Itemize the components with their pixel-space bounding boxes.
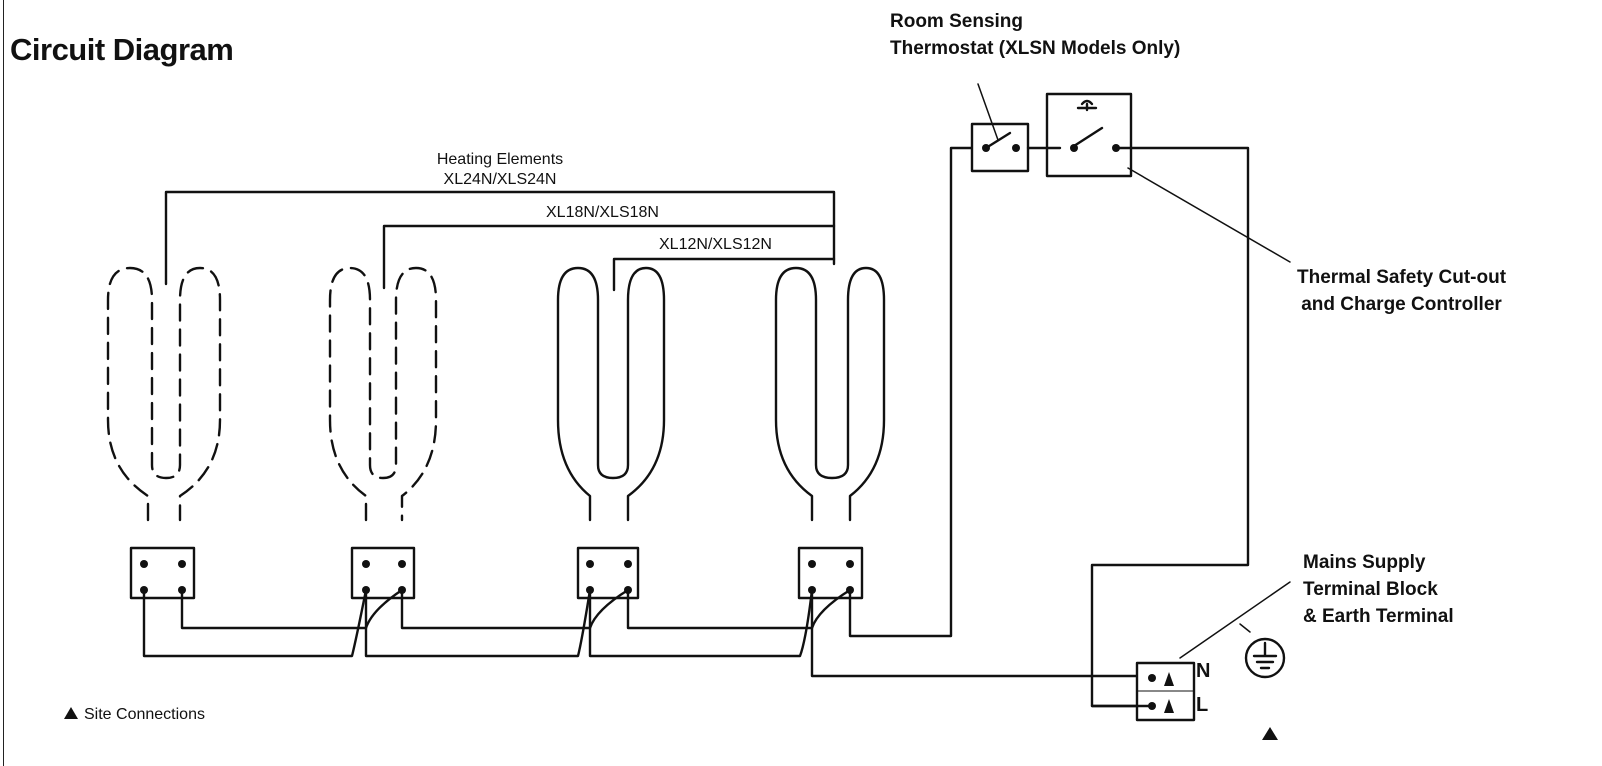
earth-site-connection-triangle-icon [1262,727,1278,740]
earth-terminal-icon [1244,637,1286,679]
label-xl12: XL12N/XLS12N [659,236,772,253]
thermal-cutout-label: Thermal Safety Cut-out and Charge Contro… [1297,264,1506,318]
terminal-l-label: L [1196,694,1209,716]
heating-element-3 [556,266,666,522]
mains-line3: & Earth Terminal [1303,606,1454,627]
thermal-cutout-line2: and Charge Controller [1301,294,1502,315]
room-thermostat-line2: Thermostat (XLSN Models Only) [890,38,1181,59]
bottom-wire-e [588,588,814,658]
label-xl18: XL18N/XLS18N [546,204,659,221]
label-xl24: XL24N/XLS24N [443,171,557,188]
wire-18 [382,224,836,290]
thermostat-leader [977,83,999,141]
legend: Site Connections [64,706,205,724]
thermal-cutout-line1: Thermal Safety Cut-out [1297,267,1507,288]
heating-elements-heading: Heating Elements [436,151,564,168]
live-feed-wire [810,588,1152,708]
bottom-wire-a [142,588,368,658]
cutout-leader [1127,167,1291,263]
legend-site-connections: Site Connections [84,706,205,723]
room-thermostat-label: Room Sensing Thermostat (XLSN Models Onl… [890,8,1180,62]
wire-24 [164,190,836,286]
bottom-wire-c [364,588,592,658]
heating-element-4 [774,266,886,522]
mains-line1: Mains Supply [1303,552,1426,573]
wire-12 [612,257,836,292]
diagram-title: Circuit Diagram [10,32,234,67]
heating-element-1 [106,266,222,522]
terminal-n-label: N [1196,660,1211,682]
site-connection-triangle-icon [64,707,78,719]
cutout-out-wire [1090,146,1250,708]
page-border [3,0,4,766]
room-thermostat-line1: Room Sensing [890,11,1024,32]
heating-element-2 [328,266,438,522]
mains-supply-label: Mains Supply Terminal Block & Earth Term… [1303,549,1454,630]
thermostat-feed-wire [848,146,977,638]
mains-line2: Terminal Block [1303,579,1438,600]
mains-leader [1179,581,1291,659]
heating-elements-label: Heating Elements XL24N/XLS24N [420,150,580,190]
